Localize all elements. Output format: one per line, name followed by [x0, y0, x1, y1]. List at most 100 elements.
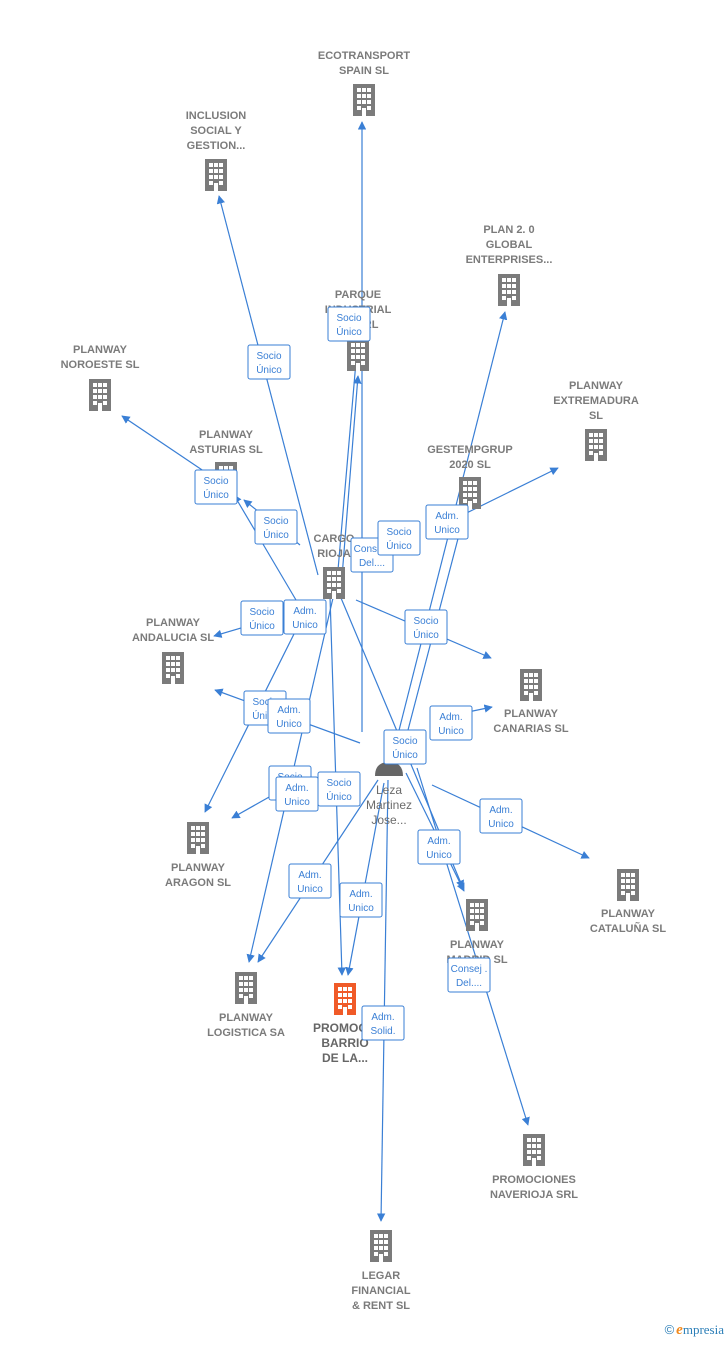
building-icon — [205, 159, 227, 191]
building-icon — [523, 1134, 545, 1166]
relation-label[interactable]: Adm.Unico — [339, 882, 383, 918]
brand-name: mpresia — [682, 1322, 724, 1337]
relation-label[interactable]: Adm.Unico — [288, 863, 332, 899]
building-icon — [187, 822, 209, 854]
building-icon — [370, 1230, 392, 1262]
svg-text:Adm.Unico: Adm.Unico — [438, 712, 464, 737]
svg-text:Adm.Solid.: Adm.Solid. — [370, 1012, 395, 1037]
relation-edge — [341, 375, 362, 578]
relation-edge — [216, 195, 319, 576]
relation-label[interactable]: Consej .Del.... — [447, 957, 491, 993]
building-icon — [353, 84, 375, 116]
relation-label[interactable]: Adm.Unico — [283, 599, 327, 635]
building-icon — [466, 899, 488, 931]
building-icon — [585, 429, 607, 461]
relation-edge — [345, 782, 385, 976]
relation-label[interactable]: Adm.Solid. — [361, 1005, 405, 1041]
brand-footer[interactable]: ©empresia — [665, 1322, 724, 1339]
svg-text:Consej .Del....: Consej .Del.... — [451, 964, 488, 989]
relation-label[interactable]: Adm.Unico — [429, 705, 473, 741]
svg-text:Adm.Unico: Adm.Unico — [434, 511, 460, 536]
relation-label[interactable]: Adm.Unico — [479, 798, 523, 834]
svg-text:Adm.Unico: Adm.Unico — [348, 889, 374, 914]
relation-edge — [337, 349, 361, 571]
relation-edge — [376, 779, 389, 1222]
svg-text:Consej .Del....: Consej .Del.... — [354, 544, 391, 569]
building-icon — [334, 983, 356, 1015]
svg-text:Adm.Unico: Adm.Unico — [276, 705, 302, 730]
svg-text:Adm.Unico: Adm.Unico — [488, 805, 514, 830]
company-node-madrid[interactable]: PLANWAYMADRID SL — [446, 899, 508, 966]
svg-text:Adm.Unico: Adm.Unico — [426, 836, 452, 861]
building-icon — [459, 477, 481, 509]
relation-label[interactable]: Adm.Unico — [417, 829, 461, 865]
building-icon — [235, 972, 257, 1004]
relation-label[interactable]: Adm.Unico — [267, 698, 311, 734]
relation-label[interactable]: Adm.Unico — [275, 776, 319, 812]
brand-initial: e — [676, 1322, 683, 1338]
relation-edge — [416, 767, 530, 1126]
building-icon — [323, 567, 345, 599]
copyright-symbol: © — [664, 1322, 675, 1337]
relation-label[interactable]: Adm.Unico — [425, 504, 469, 540]
relation-edge — [233, 494, 297, 601]
building-icon — [89, 379, 111, 411]
svg-text:Adm.Unico: Adm.Unico — [284, 783, 310, 808]
building-icon — [617, 869, 639, 901]
svg-text:Adm.Unico: Adm.Unico — [292, 606, 318, 631]
building-icon — [162, 652, 184, 684]
building-icon — [347, 339, 369, 371]
svg-text:Adm.Unico: Adm.Unico — [297, 870, 323, 895]
